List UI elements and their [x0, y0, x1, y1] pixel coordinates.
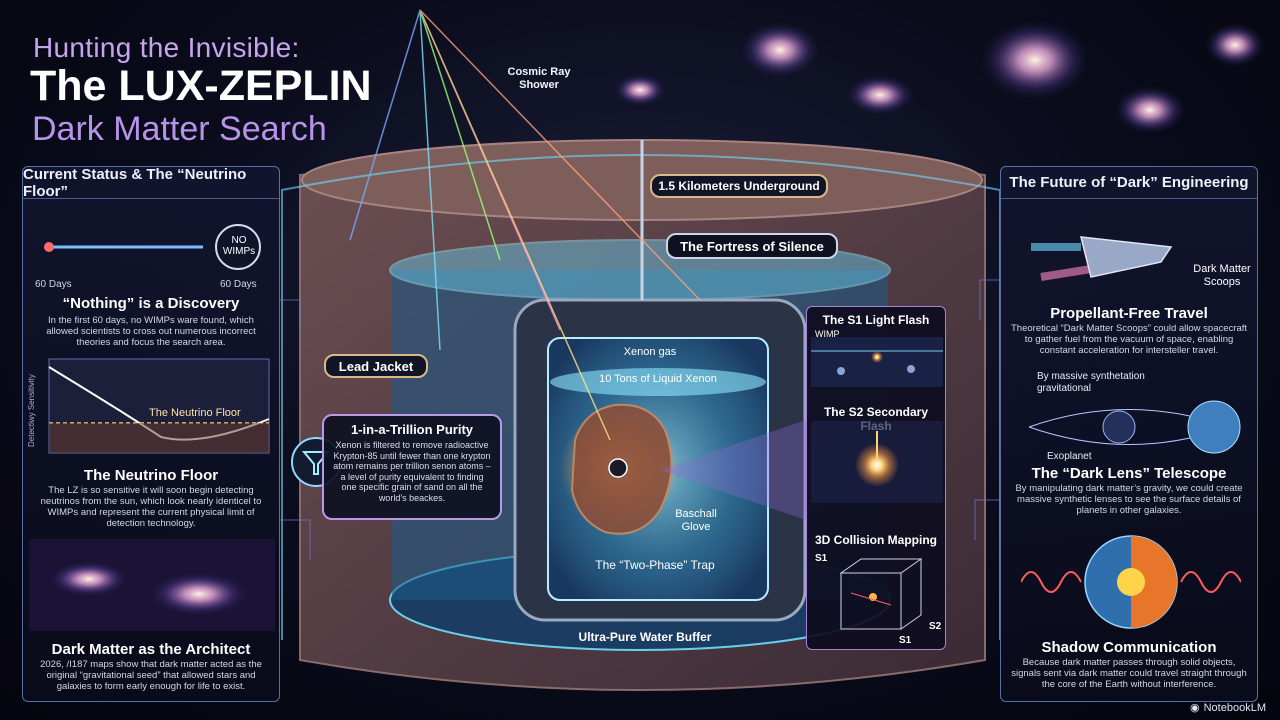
fortress-callout: The Fortress of Silence — [666, 233, 838, 259]
section-shadow-comm-body: Because dark matter passes through solid… — [1011, 657, 1247, 690]
mapping-title: 3D Collision Mapping — [815, 533, 937, 547]
glove-label: Baschall Glove — [675, 508, 717, 533]
purity-body: Xenon is filtered to remove radioactive … — [333, 440, 491, 503]
no-wimps-badge-line2: WIMPs — [222, 246, 256, 257]
galaxy-image — [29, 539, 275, 631]
axis-s1-top: S1 — [815, 553, 828, 564]
section-neutrino-floor-title: The Neutrino Floor — [83, 467, 219, 484]
branding: ◉ NotebookLM — [1190, 701, 1266, 715]
right-panel: The Future of “Dark” Engineering Dark Ma… — [1000, 166, 1258, 702]
no-wimps-badge-line1: NO — [231, 235, 247, 246]
earth-cutaway-graphic — [1021, 535, 1241, 629]
left-panel: Current Status & The “Neutrino Floor” NO… — [22, 166, 280, 702]
section-architect-body: 2026, /I187 maps show that dark matter a… — [40, 659, 262, 692]
lead-jacket-callout: Lead Jacket — [324, 354, 428, 378]
timeline-start-label: 60 Days — [35, 279, 72, 290]
purity-title: 1-in-a-Trillion Purity — [350, 422, 474, 437]
collision-map-cube — [839, 558, 923, 630]
timeline-graphic — [44, 224, 261, 270]
two-phase-label: The “Two-Phase” Trap — [595, 558, 715, 572]
xenon-gas-label: Xenon gas — [623, 346, 677, 358]
flash-sequence-panel: The S1 Light Flash WIMP The S2 Secondary… — [806, 306, 946, 650]
title-line-3: Dark Matter Search — [32, 110, 327, 148]
underground-callout: 1.5 Kilometers Underground — [650, 174, 828, 198]
ship-label: Dark Matter Scoops — [1193, 263, 1251, 288]
graph-ylabel: Detectiwy Sensitivity — [27, 374, 36, 447]
section-shadow-comm-title: Shadow Communication — [1041, 639, 1217, 656]
wimp-label: WIMP — [815, 329, 840, 339]
cosmic-ray-label: Cosmic Ray Shower — [507, 66, 571, 91]
section-propellant-body: Theoretical “Dark Matter Scoops” could a… — [1011, 323, 1248, 356]
notebooklm-logo-icon: ◉ — [1190, 702, 1200, 714]
axis-s2: S2 — [929, 621, 942, 632]
title-line-1: Hunting the Invisible: — [33, 32, 300, 63]
section-nothing-discovery-body: In the first 60 days, no WIMPs ware foun… — [46, 315, 256, 348]
section-propellant-title: Propellant-Free Travel — [1050, 305, 1208, 322]
timeline-end-label: 60 Days — [220, 279, 257, 290]
lens-label: By massive synthetation gravitational — [1037, 371, 1145, 394]
s1-flash-graphic — [811, 337, 943, 387]
section-dark-lens-title: The “Dark Lens” Telescope — [1031, 465, 1227, 482]
branding-label: NotebookLM — [1203, 701, 1266, 714]
s1-flash-title: The S1 Light Flash — [822, 313, 930, 327]
neutrino-floor-graph — [48, 358, 270, 454]
liquid-xenon-label: 10 Tons of Liquid Xenon — [599, 373, 717, 385]
section-nothing-discovery-title: “Nothing” is a Discovery — [62, 295, 240, 312]
left-panel-header: Current Status & The “Neutrino Floor” — [23, 166, 279, 200]
exoplanet-label: Exoplanet — [1047, 451, 1092, 462]
axis-s1-bottom: S1 — [899, 635, 912, 646]
water-buffer-label: Ultra-Pure Water Buffer — [578, 630, 712, 644]
section-dark-lens-body: By manipulating dark matter’s gravity, w… — [1015, 483, 1243, 516]
s2-flash-graphic — [811, 421, 943, 503]
section-architect-title: Dark Matter as the Architect — [51, 641, 251, 658]
section-neutrino-floor-body: The LZ is so sensitive it will soon begi… — [40, 485, 262, 529]
graph-floor-label: The Neutrino Floor — [149, 407, 241, 419]
purity-box: 1-in-a-Trillion Purity Xenon is filtered… — [322, 414, 502, 520]
right-panel-header: The Future of “Dark” Engineering — [1001, 167, 1257, 199]
title-line-2: The LUX-ZEPLIN — [30, 62, 372, 110]
dark-lens-graphic — [1028, 400, 1241, 454]
spaceship-icon — [1031, 236, 1173, 281]
